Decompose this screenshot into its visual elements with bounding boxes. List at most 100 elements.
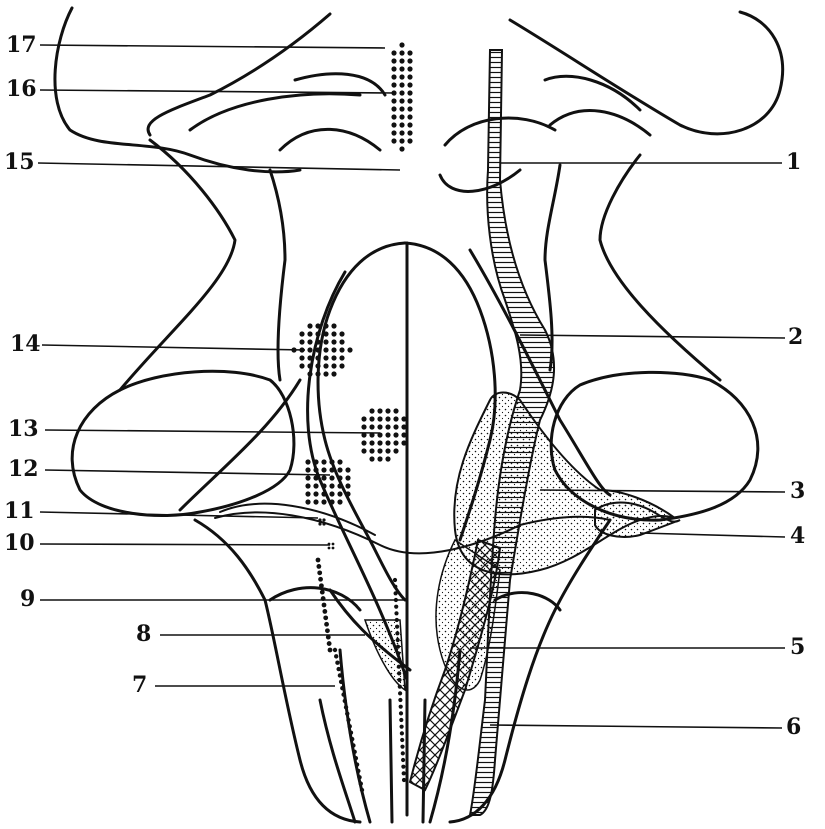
nucleus-dot xyxy=(331,371,337,377)
left-medulla-outline xyxy=(193,518,362,824)
nucleus-dot xyxy=(347,347,353,353)
nucleus-dot xyxy=(391,122,397,128)
nucleus-dot xyxy=(313,467,319,473)
label-1: 1 xyxy=(786,149,802,175)
leader-15 xyxy=(37,162,401,171)
nucleus-dot xyxy=(338,679,344,685)
nucleus-dot xyxy=(339,355,345,361)
nucleus-dot xyxy=(341,692,346,697)
nucleus-dot xyxy=(399,724,404,729)
nucleus-dot xyxy=(391,106,397,112)
nucleus-dot xyxy=(391,98,397,104)
label-9: 9 xyxy=(20,586,36,612)
label-7: 7 xyxy=(132,672,148,698)
nucleus-dot xyxy=(358,781,363,786)
nucleus-dot xyxy=(349,736,355,742)
nucleus-dot xyxy=(329,499,335,505)
nucleus-dot xyxy=(357,775,362,780)
nucleus-dot xyxy=(339,347,345,353)
nucleus-dot xyxy=(385,456,391,462)
nucleus-dot xyxy=(398,691,403,696)
nucleus-dot xyxy=(393,440,399,446)
nucleus-dot xyxy=(407,114,413,120)
nucleus-dot xyxy=(395,637,400,643)
label-14: 14 xyxy=(10,331,41,357)
left-upper-lobe-fold-3 xyxy=(278,127,382,152)
nucleus-dot xyxy=(369,448,375,454)
nucleus-dot xyxy=(398,704,403,709)
nucleus-dot xyxy=(396,657,401,663)
nucleus-dot xyxy=(399,122,405,128)
nucleus-dot xyxy=(299,339,305,345)
right-upper-lobe-outline xyxy=(508,10,785,136)
nucleus-dot xyxy=(305,483,311,489)
nucleus-dot xyxy=(369,408,375,414)
nucleus-dot xyxy=(400,744,405,749)
nucleus-dot xyxy=(313,499,319,505)
nucleus-dot xyxy=(327,647,333,653)
nucleus-dot xyxy=(332,647,338,653)
nucleus-dot xyxy=(377,440,383,446)
leader-17 xyxy=(39,44,386,49)
nucleus-dot xyxy=(323,615,329,621)
leader-4 xyxy=(639,532,786,538)
nucleus-dot xyxy=(315,331,321,337)
nucleus-dot xyxy=(377,456,383,462)
nucleus-dot xyxy=(397,677,402,683)
nucleus-dot xyxy=(343,705,349,710)
leader-10 xyxy=(39,543,331,546)
nucleus-dot xyxy=(323,371,329,377)
label-4: 4 xyxy=(790,523,806,549)
nucleus-dot xyxy=(396,664,401,669)
nucleus-dot xyxy=(391,74,397,80)
nucleus-dot xyxy=(327,546,331,550)
nucleus-dot xyxy=(325,628,330,634)
nucleus-dot xyxy=(400,751,405,756)
right-upper-lobe-fold-2 xyxy=(548,109,652,137)
stippled-left-lower xyxy=(363,619,406,692)
nucleus-dot xyxy=(347,724,352,729)
nucleus-dot xyxy=(337,483,343,489)
nucleus-dot xyxy=(340,685,345,691)
nucleus-dot xyxy=(361,416,367,422)
nucleus-dot xyxy=(331,546,335,550)
nucleus-dot xyxy=(299,355,305,361)
nucleus-dot xyxy=(385,448,391,454)
nucleus-dot xyxy=(361,440,367,446)
nucleus-dot xyxy=(393,584,398,589)
nucleus-dot xyxy=(329,483,335,489)
nucleus-dot xyxy=(394,604,399,609)
label-10: 10 xyxy=(4,530,35,556)
nucleus-dot xyxy=(401,424,407,430)
nucleus-dot xyxy=(399,74,405,80)
nucleus-dot xyxy=(399,42,405,48)
right-upper-lobe-fold-4 xyxy=(438,168,522,193)
nucleus-dot xyxy=(352,749,357,755)
nucleus-dot xyxy=(398,697,403,703)
right-upper-lobe-fold xyxy=(543,74,642,112)
nucleus-dot xyxy=(401,432,407,438)
nucleus-dot xyxy=(395,631,400,636)
nucleus-dot xyxy=(307,331,313,337)
nucleus-dot xyxy=(331,542,335,546)
nucleus-dot xyxy=(393,424,399,430)
nucleus-dot xyxy=(323,363,329,369)
right-peduncle-outline xyxy=(598,153,722,382)
nucleus-dot xyxy=(337,475,343,481)
nucleus-dot xyxy=(385,440,391,446)
hatched-tract xyxy=(468,49,556,816)
nucleus-dot xyxy=(315,355,321,361)
nucleus-dot xyxy=(321,602,327,608)
nucleus-dot xyxy=(307,347,313,353)
nucleus-dot xyxy=(345,467,351,473)
nucleus-dot xyxy=(321,491,327,497)
label-5: 5 xyxy=(790,634,806,660)
nucleus-dot xyxy=(313,483,319,489)
nucleus-dot xyxy=(323,339,329,345)
nucleus-dot xyxy=(369,424,375,430)
nucleus-dot xyxy=(345,483,351,489)
nucleus-dot xyxy=(348,730,354,735)
left-lateral-lobe xyxy=(70,369,296,517)
nucleus-dot xyxy=(399,130,405,136)
